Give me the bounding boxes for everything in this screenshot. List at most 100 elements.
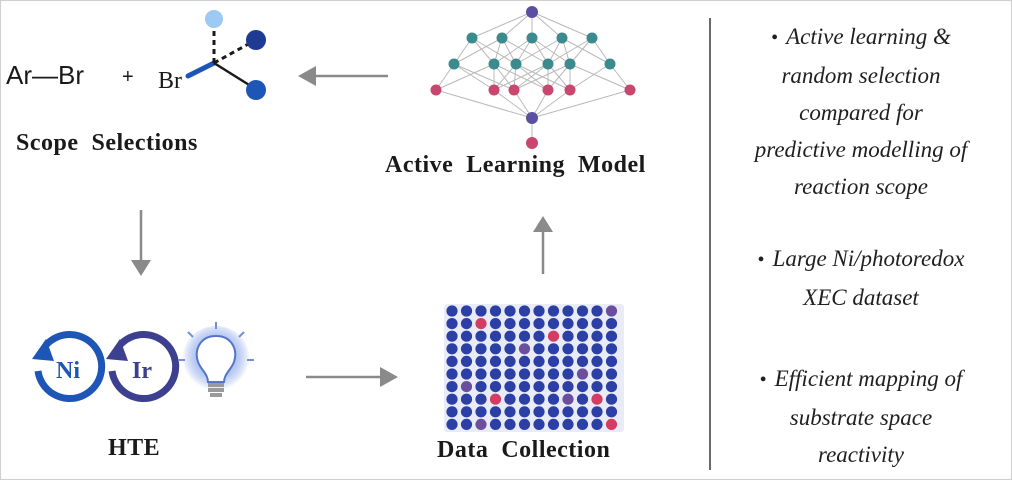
plate-well <box>504 418 516 430</box>
plate-well <box>576 318 589 330</box>
plate-well <box>576 343 589 355</box>
arrow-down <box>131 210 151 276</box>
plate-well <box>576 305 589 317</box>
data-collection-label: Data Collection <box>437 437 611 463</box>
plate-well <box>533 393 545 405</box>
plate-well <box>489 318 502 330</box>
plate-well <box>591 393 603 405</box>
plate-well <box>576 393 589 405</box>
bullet-dot-icon: • <box>757 249 765 271</box>
plate-well <box>460 406 473 418</box>
plus-sign: + <box>122 66 134 88</box>
scope-selections-label: Scope Selections <box>16 130 198 156</box>
aryl-bromide-label: Ar—Br <box>6 60 84 90</box>
bullet-active-learning: •Active learning & random selection comp… <box>754 24 968 199</box>
plate-well <box>547 305 560 317</box>
plate-well <box>533 418 545 430</box>
network-node <box>508 84 520 96</box>
plate-well <box>489 418 502 430</box>
plate-well <box>446 318 458 330</box>
plate-well <box>489 393 502 405</box>
plate-well <box>446 381 458 393</box>
plate-well <box>576 355 589 367</box>
plate-well <box>475 393 487 405</box>
plate-well <box>547 406 560 418</box>
network-node <box>526 32 538 44</box>
plate-well <box>446 343 458 355</box>
plate-well <box>605 318 618 330</box>
network-node <box>430 84 442 96</box>
plate-well <box>489 406 502 418</box>
plate-well <box>605 418 618 430</box>
plate-well <box>460 318 473 330</box>
network-node <box>448 58 460 70</box>
plate-well <box>591 343 603 355</box>
plate-well <box>460 368 473 380</box>
substituent-light-blue <box>205 10 223 28</box>
hte-label: HTE <box>108 435 161 461</box>
network-node <box>496 32 508 44</box>
plate-well <box>475 406 487 418</box>
plate-well <box>460 343 473 355</box>
plate-well <box>547 318 560 330</box>
plate-well <box>605 355 618 367</box>
network-node <box>604 58 616 70</box>
plate-well <box>547 418 560 430</box>
plate-well <box>489 355 502 367</box>
network-node <box>488 58 500 70</box>
network-node <box>526 137 538 149</box>
plate-well <box>591 381 603 393</box>
plate-well <box>518 355 531 367</box>
plate-well <box>591 368 603 380</box>
plate-well <box>504 355 516 367</box>
bullet-mapping: •Efficient mapping of substrate space re… <box>759 366 963 467</box>
plate-well <box>446 355 458 367</box>
plate-well <box>533 368 545 380</box>
plate-well <box>547 355 560 367</box>
plate-well <box>518 343 531 355</box>
plate-well <box>460 305 473 317</box>
plate-well <box>605 381 618 393</box>
plate-well <box>562 330 574 342</box>
plate-well <box>489 305 502 317</box>
plate-well <box>547 368 560 380</box>
plate-well <box>605 406 618 418</box>
plate-well <box>518 418 531 430</box>
plate-well <box>446 330 458 342</box>
plate-well <box>518 368 531 380</box>
network-node <box>510 58 522 70</box>
reaction-plate-grid <box>444 304 624 432</box>
plate-well <box>605 393 618 405</box>
active-learning-model-label: Active Learning Model <box>385 152 646 178</box>
plate-well <box>533 343 545 355</box>
plate-well <box>576 368 589 380</box>
ir-catalytic-cycle-icon: Ir <box>106 331 180 403</box>
plate-well <box>576 418 589 430</box>
alkyl-bromide-br-label: Br <box>158 68 182 94</box>
plate-well <box>533 330 545 342</box>
plate-well <box>460 330 473 342</box>
plate-well <box>533 305 545 317</box>
plate-well <box>475 343 487 355</box>
plate-well <box>533 406 545 418</box>
plate-well <box>605 305 618 317</box>
network-node <box>488 84 500 96</box>
plate-well <box>562 406 574 418</box>
network-node <box>624 84 636 96</box>
plate-well <box>475 305 487 317</box>
plate-well <box>460 381 473 393</box>
svg-text:Ir: Ir <box>132 358 152 384</box>
substituent-dark-blue <box>246 30 266 50</box>
plate-well <box>518 330 531 342</box>
plate-well <box>562 381 574 393</box>
bullet-dot-icon: • <box>771 27 779 49</box>
plate-well <box>504 406 516 418</box>
ni-catalytic-cycle-icon: Ni <box>32 331 106 403</box>
plate-well <box>504 305 516 317</box>
plate-well <box>504 368 516 380</box>
plate-well <box>489 368 502 380</box>
plate-well <box>475 418 487 430</box>
plate-well <box>460 355 473 367</box>
substituent-mid-blue <box>246 80 266 100</box>
plate-well <box>562 305 574 317</box>
